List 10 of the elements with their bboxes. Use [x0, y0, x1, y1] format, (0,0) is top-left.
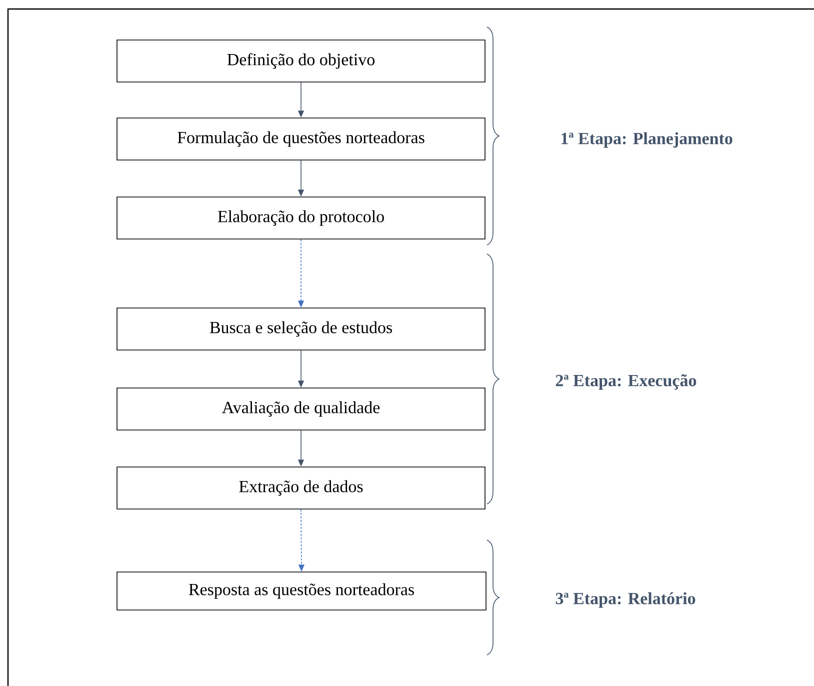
process-box: Busca e seleção de estudos: [116, 308, 486, 350]
process-box: Formulação de questões norteadoras: [116, 118, 486, 160]
process-box: Definição do objetivo: [116, 40, 486, 82]
process-box: Resposta as questões norteadoras: [116, 572, 486, 610]
stage-label: 1ª Etapa: Planejamento: [562, 132, 732, 148]
stage-label: 3ª Etapa: Relatório: [556, 592, 696, 608]
process-box: Extração de dados: [116, 466, 486, 510]
stage-label: 2ª Etapa: Execução: [556, 374, 696, 390]
process-box: Elaboração do protocolo: [116, 196, 486, 240]
process-box: Avaliação de qualidade: [116, 388, 486, 430]
